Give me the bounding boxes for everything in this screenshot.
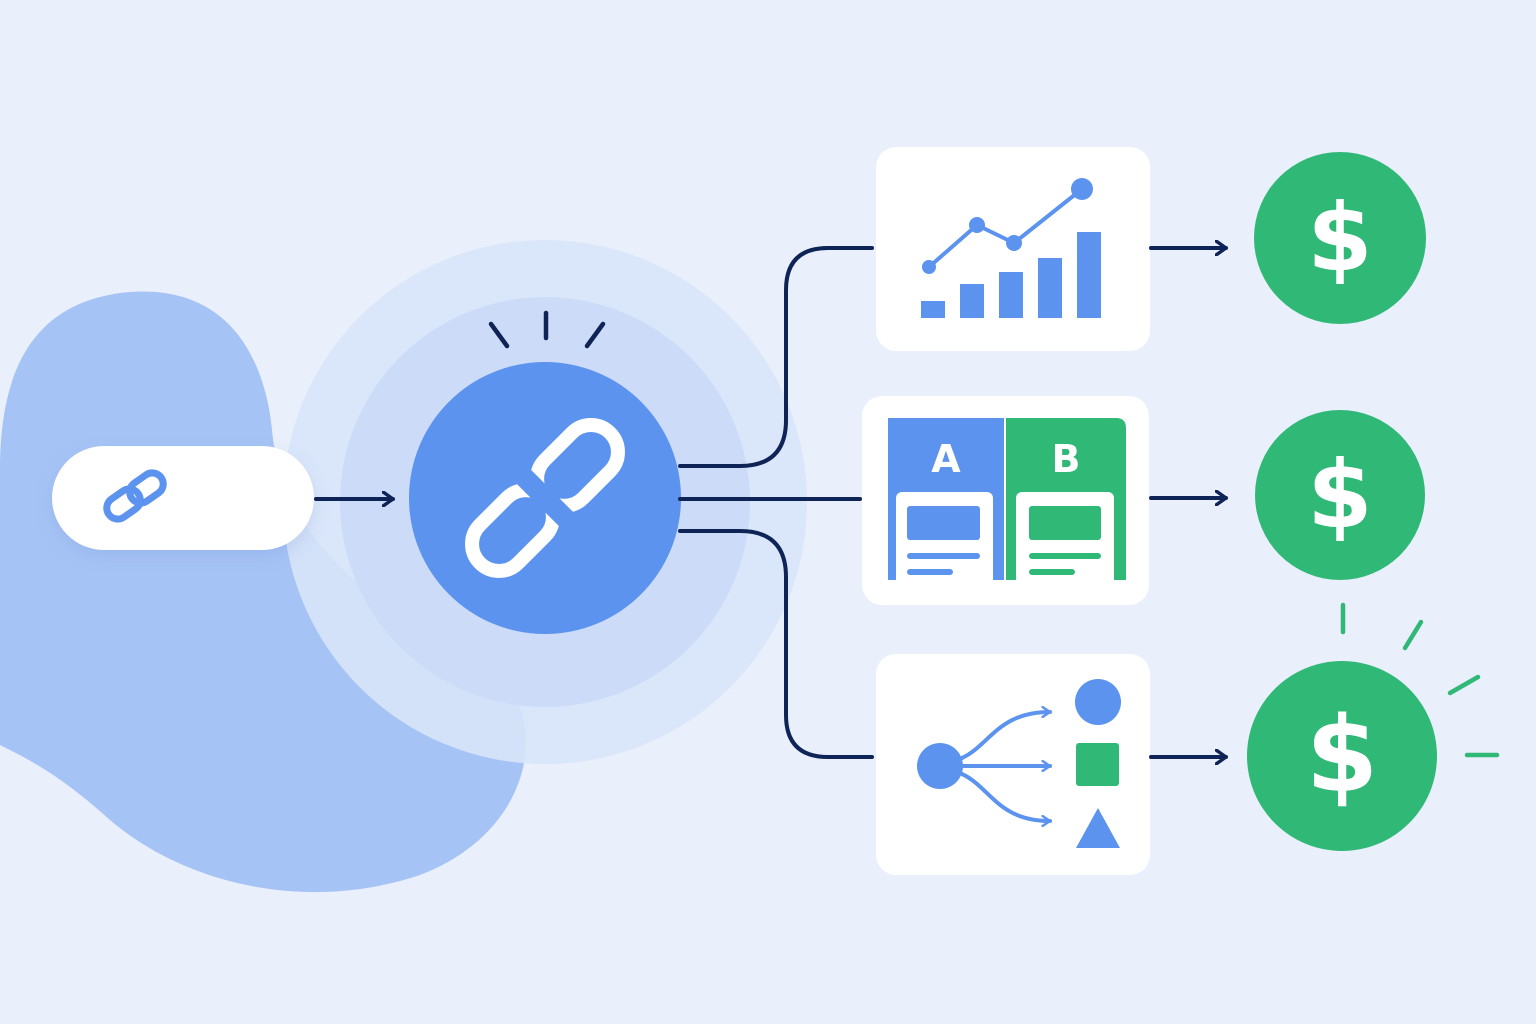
revenue-coin-3-highlighted: $ <box>1247 661 1437 851</box>
link-icon <box>103 469 167 523</box>
connectors <box>678 246 874 759</box>
outcome-arrows <box>1149 248 1228 757</box>
variant-b-label: B <box>1052 437 1081 481</box>
card-ab-test[interactable]: A B <box>862 396 1149 605</box>
dollar-icon: $ <box>1307 441 1372 550</box>
branching-icon <box>917 679 1121 848</box>
connector-to-analytics <box>678 246 874 468</box>
card-routing[interactable] <box>876 654 1150 875</box>
dollar-icon: $ <box>1307 184 1372 293</box>
source-link-pill[interactable] <box>52 446 314 550</box>
revenue-coin-1: $ <box>1254 152 1426 324</box>
variant-a-label: A <box>931 437 961 481</box>
link-hub[interactable] <box>409 362 681 634</box>
hub-sparkle-icon <box>488 310 606 349</box>
revenue-coin-2: $ <box>1255 410 1425 580</box>
growth-chart-icon <box>921 178 1101 318</box>
card-analytics[interactable] <box>876 147 1150 351</box>
ab-test-icon: A B <box>888 418 1126 587</box>
coin-sparkle-icon <box>1340 602 1500 758</box>
dollar-icon: $ <box>1306 694 1378 816</box>
connector-to-routing <box>678 529 874 759</box>
background-blob <box>0 291 526 893</box>
broken-link-icon <box>465 418 625 578</box>
